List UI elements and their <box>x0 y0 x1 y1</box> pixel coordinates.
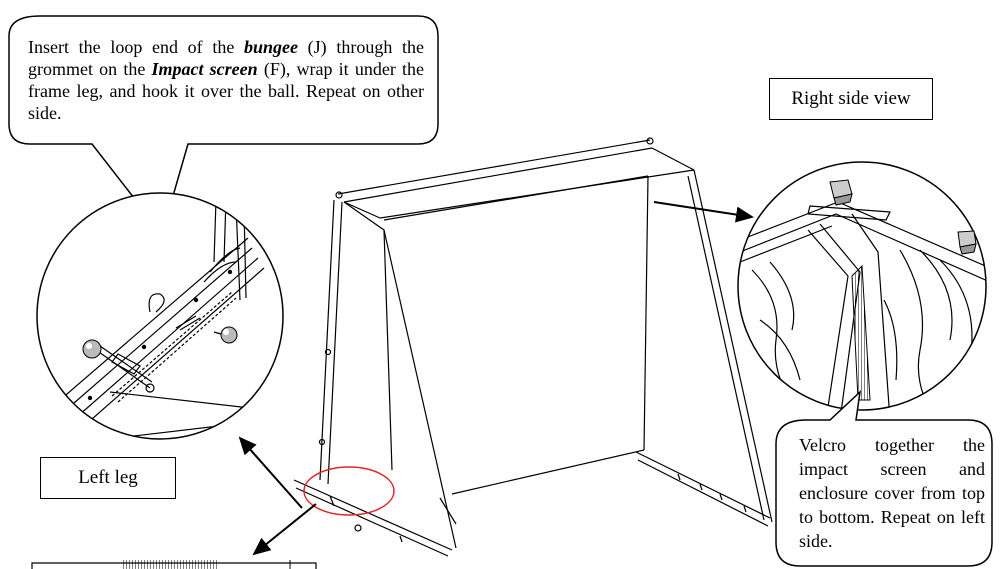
callout-right-text: Velcro together the impact screen and en… <box>799 435 985 551</box>
callout-top-seg: Insert the loop end of the <box>28 37 244 57</box>
callout-top-seg-bungee: bungee <box>244 37 298 57</box>
frame-knob-icon <box>957 230 977 255</box>
bungee-ball-icon <box>82 339 102 359</box>
highlight-circle <box>303 466 395 516</box>
label-left-leg: Left leg <box>40 457 176 499</box>
label-right-side-view-text: Right side view <box>791 88 911 109</box>
callout-right-bubble <box>775 390 993 567</box>
right-detail-circle <box>737 161 987 411</box>
arrows <box>238 201 754 556</box>
left-detail-circle <box>36 192 284 440</box>
arrow-to-bottom-detail <box>252 503 317 556</box>
label-right-side-view: Right side view <box>769 78 933 120</box>
arrow-to-right-view <box>653 201 754 223</box>
callout-top-seg: (F), wrap it under the frame leg, and ho… <box>28 59 424 123</box>
callout-top-seg-impact-screen: Impact screen <box>151 59 258 79</box>
callout-top-text: Insert the loop end of the bungee (J) th… <box>28 36 424 124</box>
bottom-detail-box <box>31 560 317 569</box>
label-left-leg-text: Left leg <box>78 467 138 488</box>
net-frame-drawing <box>293 137 773 557</box>
bungee-ball-icon <box>213 326 238 344</box>
callout-top-bubble <box>8 15 439 236</box>
arrow-to-left-detail <box>238 436 303 509</box>
frame-knob-icon <box>829 179 853 206</box>
callout-top-seg: (J) through the grommet on the <box>28 37 424 79</box>
